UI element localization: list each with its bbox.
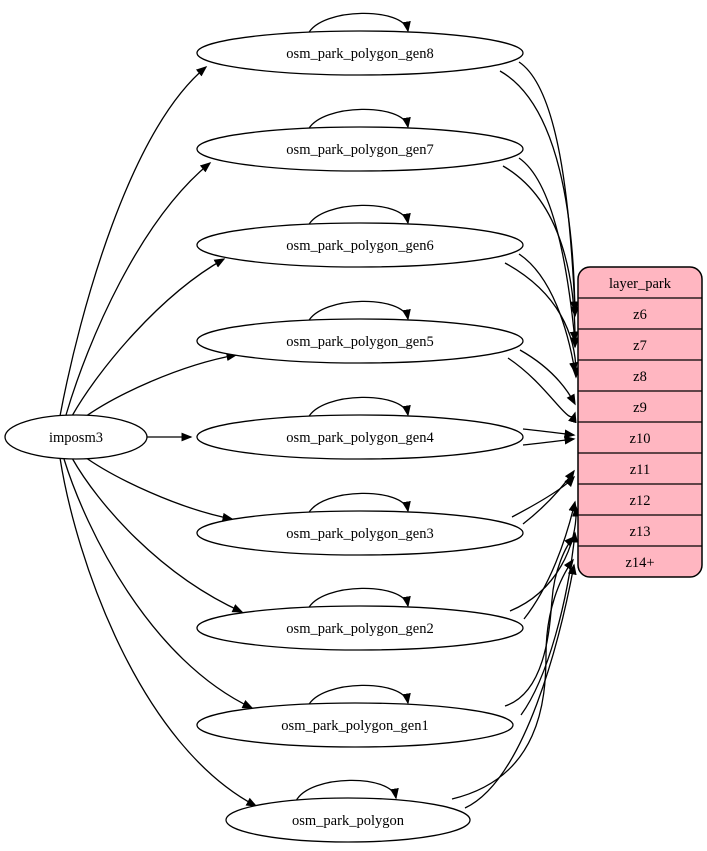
- edge-self-gen4: [307, 396, 411, 419]
- edge-gen8-z6-b: [499, 70, 580, 318]
- node-osm-park-polygon: osm_park_polygon: [225, 797, 471, 843]
- edge-self-gen8: [307, 12, 411, 35]
- table-row-z6: z6: [633, 307, 647, 323]
- node-gen2-ellipse: [196, 605, 524, 651]
- node-osm-park-polygon-gen6: osm_park_polygon_gen6: [196, 222, 524, 268]
- node-osm-park-polygon-gen2: osm_park_polygon_gen2: [196, 605, 524, 651]
- edge-gen2-z12-a: [523, 500, 578, 620]
- node-gen3-label: osm_park_polygon_gen3: [286, 526, 433, 542]
- edge-gen4-z10-b: [522, 435, 576, 446]
- edge-self-gen5: [307, 300, 411, 323]
- node-gen7-ellipse: [196, 126, 524, 172]
- node-base-ellipse: [225, 797, 471, 843]
- edge-imposm3-base: [59, 457, 258, 807]
- edge-imposm3-gen3: [81, 454, 234, 522]
- edges-imposm3: [59, 66, 258, 807]
- node-gen6-ellipse: [196, 222, 524, 268]
- node-imposm3-label: imposm3: [49, 430, 103, 446]
- edge-gen1-z13-a: [520, 531, 579, 716]
- edge-self-gen6: [307, 204, 411, 227]
- node-osm-park-polygon-gen8: osm_park_polygon_gen8: [196, 30, 524, 76]
- edge-gen3-z11-b: [511, 475, 576, 518]
- edge-imposm3-gen2: [71, 457, 244, 613]
- node-gen8-label: osm_park_polygon_gen8: [286, 46, 433, 62]
- edges-to-layer: [451, 61, 581, 809]
- table-row-z11: z11: [630, 462, 650, 478]
- node-gen4-ellipse: [196, 414, 524, 460]
- table-row-z7: z7: [633, 338, 647, 354]
- edge-gen2-z12-b: [509, 505, 581, 612]
- node-gen1-ellipse: [196, 702, 514, 748]
- edge-self-gen7: [307, 108, 411, 131]
- node-gen3-ellipse: [196, 510, 524, 556]
- edge-gen8-z6-a: [518, 61, 579, 313]
- table-row-z8: z8: [633, 369, 647, 385]
- node-osm-park-polygon-gen7: osm_park_polygon_gen7: [196, 126, 524, 172]
- node-osm-park-polygon-gen3: osm_park_polygon_gen3: [196, 510, 524, 556]
- edge-base-z14-b: [451, 558, 574, 800]
- node-gen5-ellipse: [196, 318, 524, 364]
- edge-imposm3-gen1: [63, 458, 254, 709]
- edge-self-gen1: [307, 684, 411, 707]
- edge-gen7-z7-b: [502, 165, 580, 349]
- edge-gen4-z10-a: [522, 428, 576, 439]
- edges-self-loops: [295, 12, 411, 802]
- node-gen5-label: osm_park_polygon_gen5: [286, 334, 433, 350]
- table-row-z12: z12: [630, 493, 651, 509]
- node-gen7-label: osm_park_polygon_gen7: [286, 142, 433, 158]
- node-gen1-label: osm_park_polygon_gen1: [281, 718, 428, 734]
- node-base-label: osm_park_polygon: [292, 813, 405, 829]
- edge-imposm3-gen6: [71, 258, 226, 417]
- edge-self-gen3: [307, 492, 411, 515]
- edge-self-base: [295, 779, 399, 802]
- edge-gen6-z8-b: [504, 262, 581, 379]
- edge-gen6-z8-a: [518, 253, 578, 374]
- edge-gen5-z9-b: [507, 357, 577, 424]
- node-gen6-label: osm_park_polygon_gen6: [286, 238, 433, 254]
- table-row-z13: z13: [630, 524, 651, 540]
- table-row-z14: z14+: [625, 555, 654, 571]
- edge-imposm3-gen5: [81, 352, 238, 420]
- edge-imposm3-gen8: [59, 66, 208, 417]
- node-osm-park-polygon-gen4: osm_park_polygon_gen4: [196, 414, 524, 460]
- node-gen8-ellipse: [196, 30, 524, 76]
- node-gen4-label: osm_park_polygon_gen4: [286, 430, 434, 446]
- node-osm-park-polygon-gen1: osm_park_polygon_gen1: [196, 702, 514, 748]
- table-title: layer_park: [609, 276, 672, 292]
- node-osm-park-polygon-gen5: osm_park_polygon_gen5: [196, 318, 524, 364]
- node-imposm3-ellipse: [4, 414, 148, 460]
- edge-imposm3-gen7: [65, 162, 212, 416]
- edge-base-z14-a: [464, 563, 577, 809]
- edge-self-gen2: [307, 587, 411, 610]
- table-layer-park: layer_park z6 z7 z8 z9 z10 z11 z12 z13 z…: [577, 266, 703, 578]
- table-row-z9: z9: [633, 400, 647, 416]
- edge-gen5-z9-a: [519, 349, 576, 406]
- edge-gen1-z13-b: [504, 535, 576, 707]
- node-imposm3: imposm3: [4, 414, 148, 460]
- edge-gen3-z11-a: [522, 469, 575, 525]
- node-gen2-label: osm_park_polygon_gen2: [286, 621, 433, 637]
- table-row-z10: z10: [630, 431, 651, 447]
